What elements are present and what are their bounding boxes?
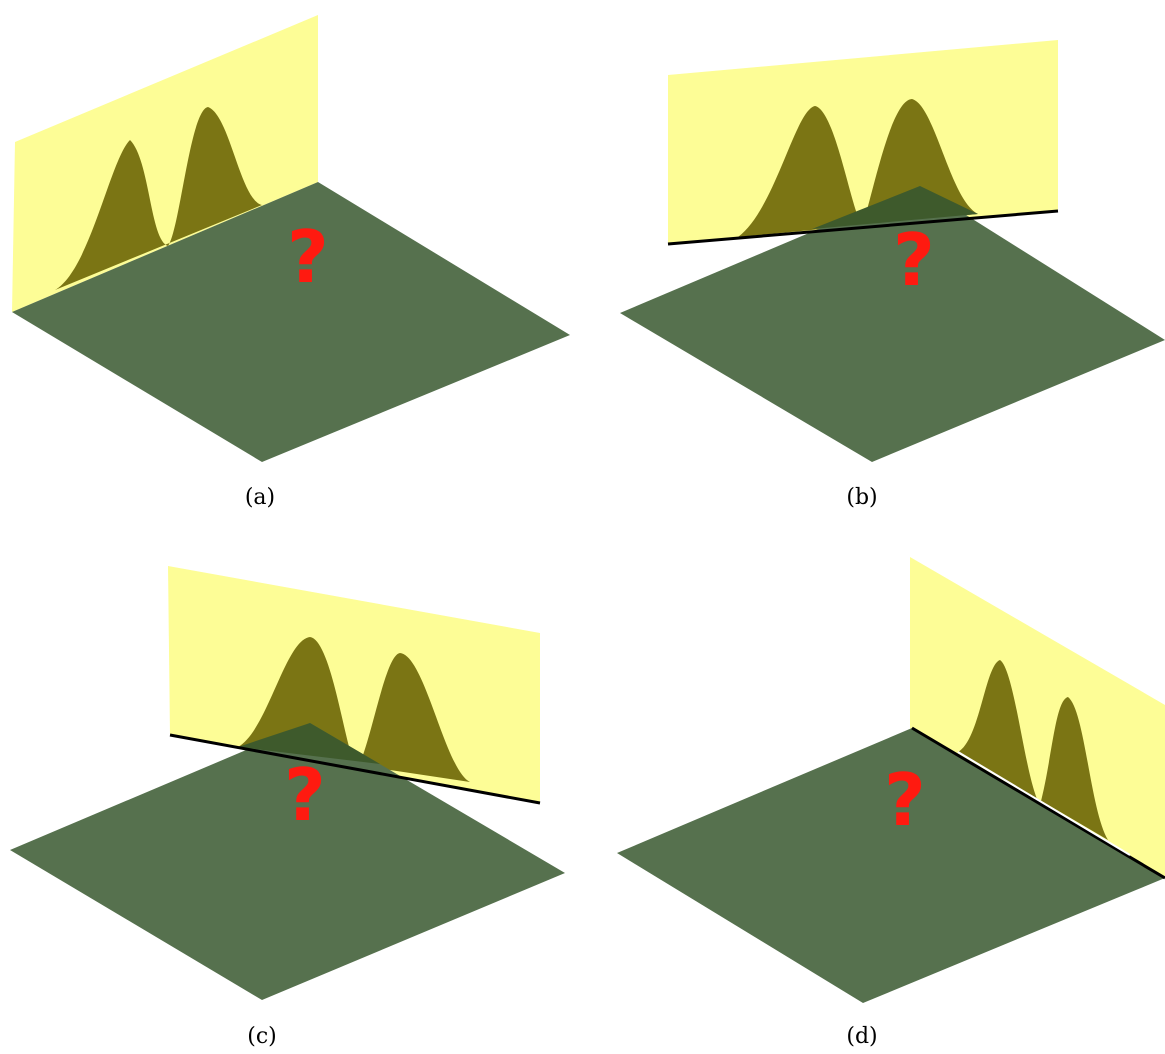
panel-base-edge	[667, 209, 1059, 246]
question-mark: ?	[284, 753, 326, 837]
question-mark: ?	[893, 218, 935, 302]
bimodal-curve	[55, 107, 262, 290]
ground-behind-panel	[812, 186, 978, 229]
panel-a: ? (a)	[12, 15, 570, 510]
panel-base-edge	[911, 726, 1165, 880]
question-mark: ?	[287, 215, 329, 299]
panel-base-edge	[169, 733, 541, 805]
yellow-panel	[12, 15, 318, 312]
question-mark: ?	[884, 758, 926, 842]
ground-plane	[617, 728, 1165, 1003]
panel-b: ? (b)	[620, 40, 1165, 510]
panel-caption: (c)	[247, 1024, 277, 1049]
panel-d: ? (d)	[617, 557, 1165, 1049]
ground-plane	[10, 723, 565, 1000]
ground-plane	[12, 182, 570, 462]
yellow-panel	[668, 40, 1058, 244]
ground-behind-panel	[238, 723, 380, 764]
yellow-panel	[910, 557, 1165, 878]
panel-c: ? (c)	[10, 566, 565, 1049]
panel-caption: (b)	[846, 485, 877, 510]
panel-caption: (d)	[846, 1024, 877, 1049]
ground-plane	[620, 186, 1165, 462]
panel-base-highlight	[957, 751, 1131, 856]
bimodal-curve	[958, 660, 1108, 840]
panel-caption: (a)	[245, 485, 275, 510]
